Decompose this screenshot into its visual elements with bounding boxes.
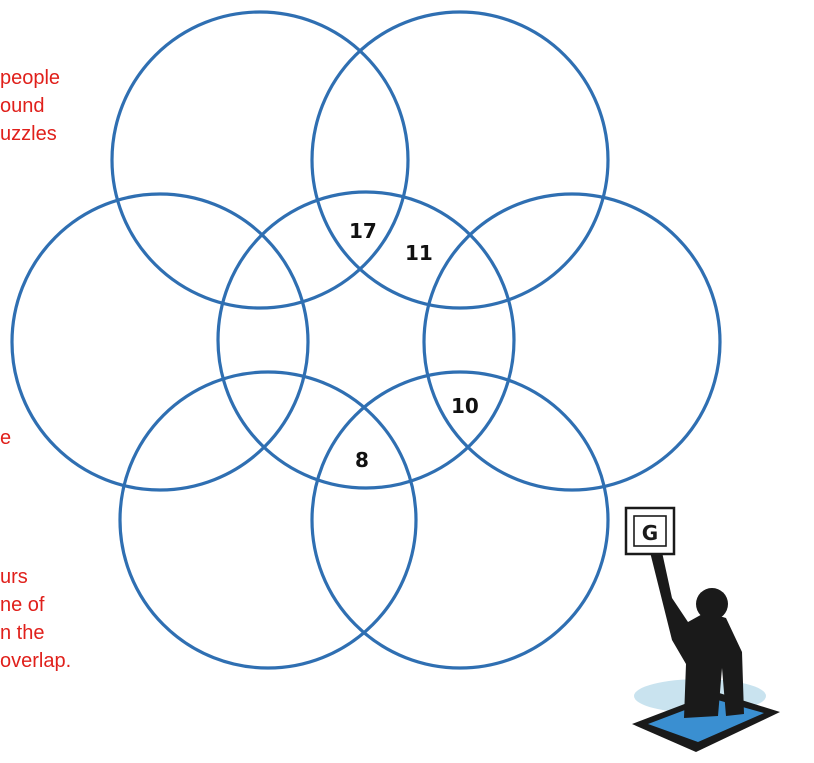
overlap-number-17: 17 [349, 219, 377, 243]
figure-silhouette [650, 552, 744, 718]
intro-text: people ound uzzles [0, 64, 60, 148]
circle-center [216, 190, 516, 490]
instruction-text: urs ne of n the overlap. [0, 563, 71, 675]
sign-inner-frame [633, 515, 667, 547]
overlap-number-11: 11 [405, 241, 433, 265]
instruction-text-line: ne of [0, 594, 45, 616]
person-with-sign-illustration: G [624, 506, 780, 752]
circle-top-right [310, 10, 610, 310]
circle-top-left [110, 10, 410, 310]
figure-head [696, 588, 728, 620]
circle-right [422, 192, 722, 492]
circle-bottom-right [310, 370, 610, 670]
circle-left [10, 192, 310, 492]
instruction-text-line: overlap. [0, 650, 72, 672]
overlap-number-10: 10 [451, 394, 479, 418]
sign-letter: G [642, 521, 658, 545]
instruction-text-line: n the [0, 622, 45, 644]
cropped-text-fragment: e [0, 427, 12, 449]
intro-text-line: ound [0, 95, 45, 117]
overlap-number-8: 8 [355, 448, 369, 472]
instruction-text-line: urs [0, 566, 28, 588]
intro-text-line: people [0, 67, 61, 89]
intro-text-line: uzzles [0, 123, 57, 145]
circle-bottom-left [118, 370, 418, 670]
